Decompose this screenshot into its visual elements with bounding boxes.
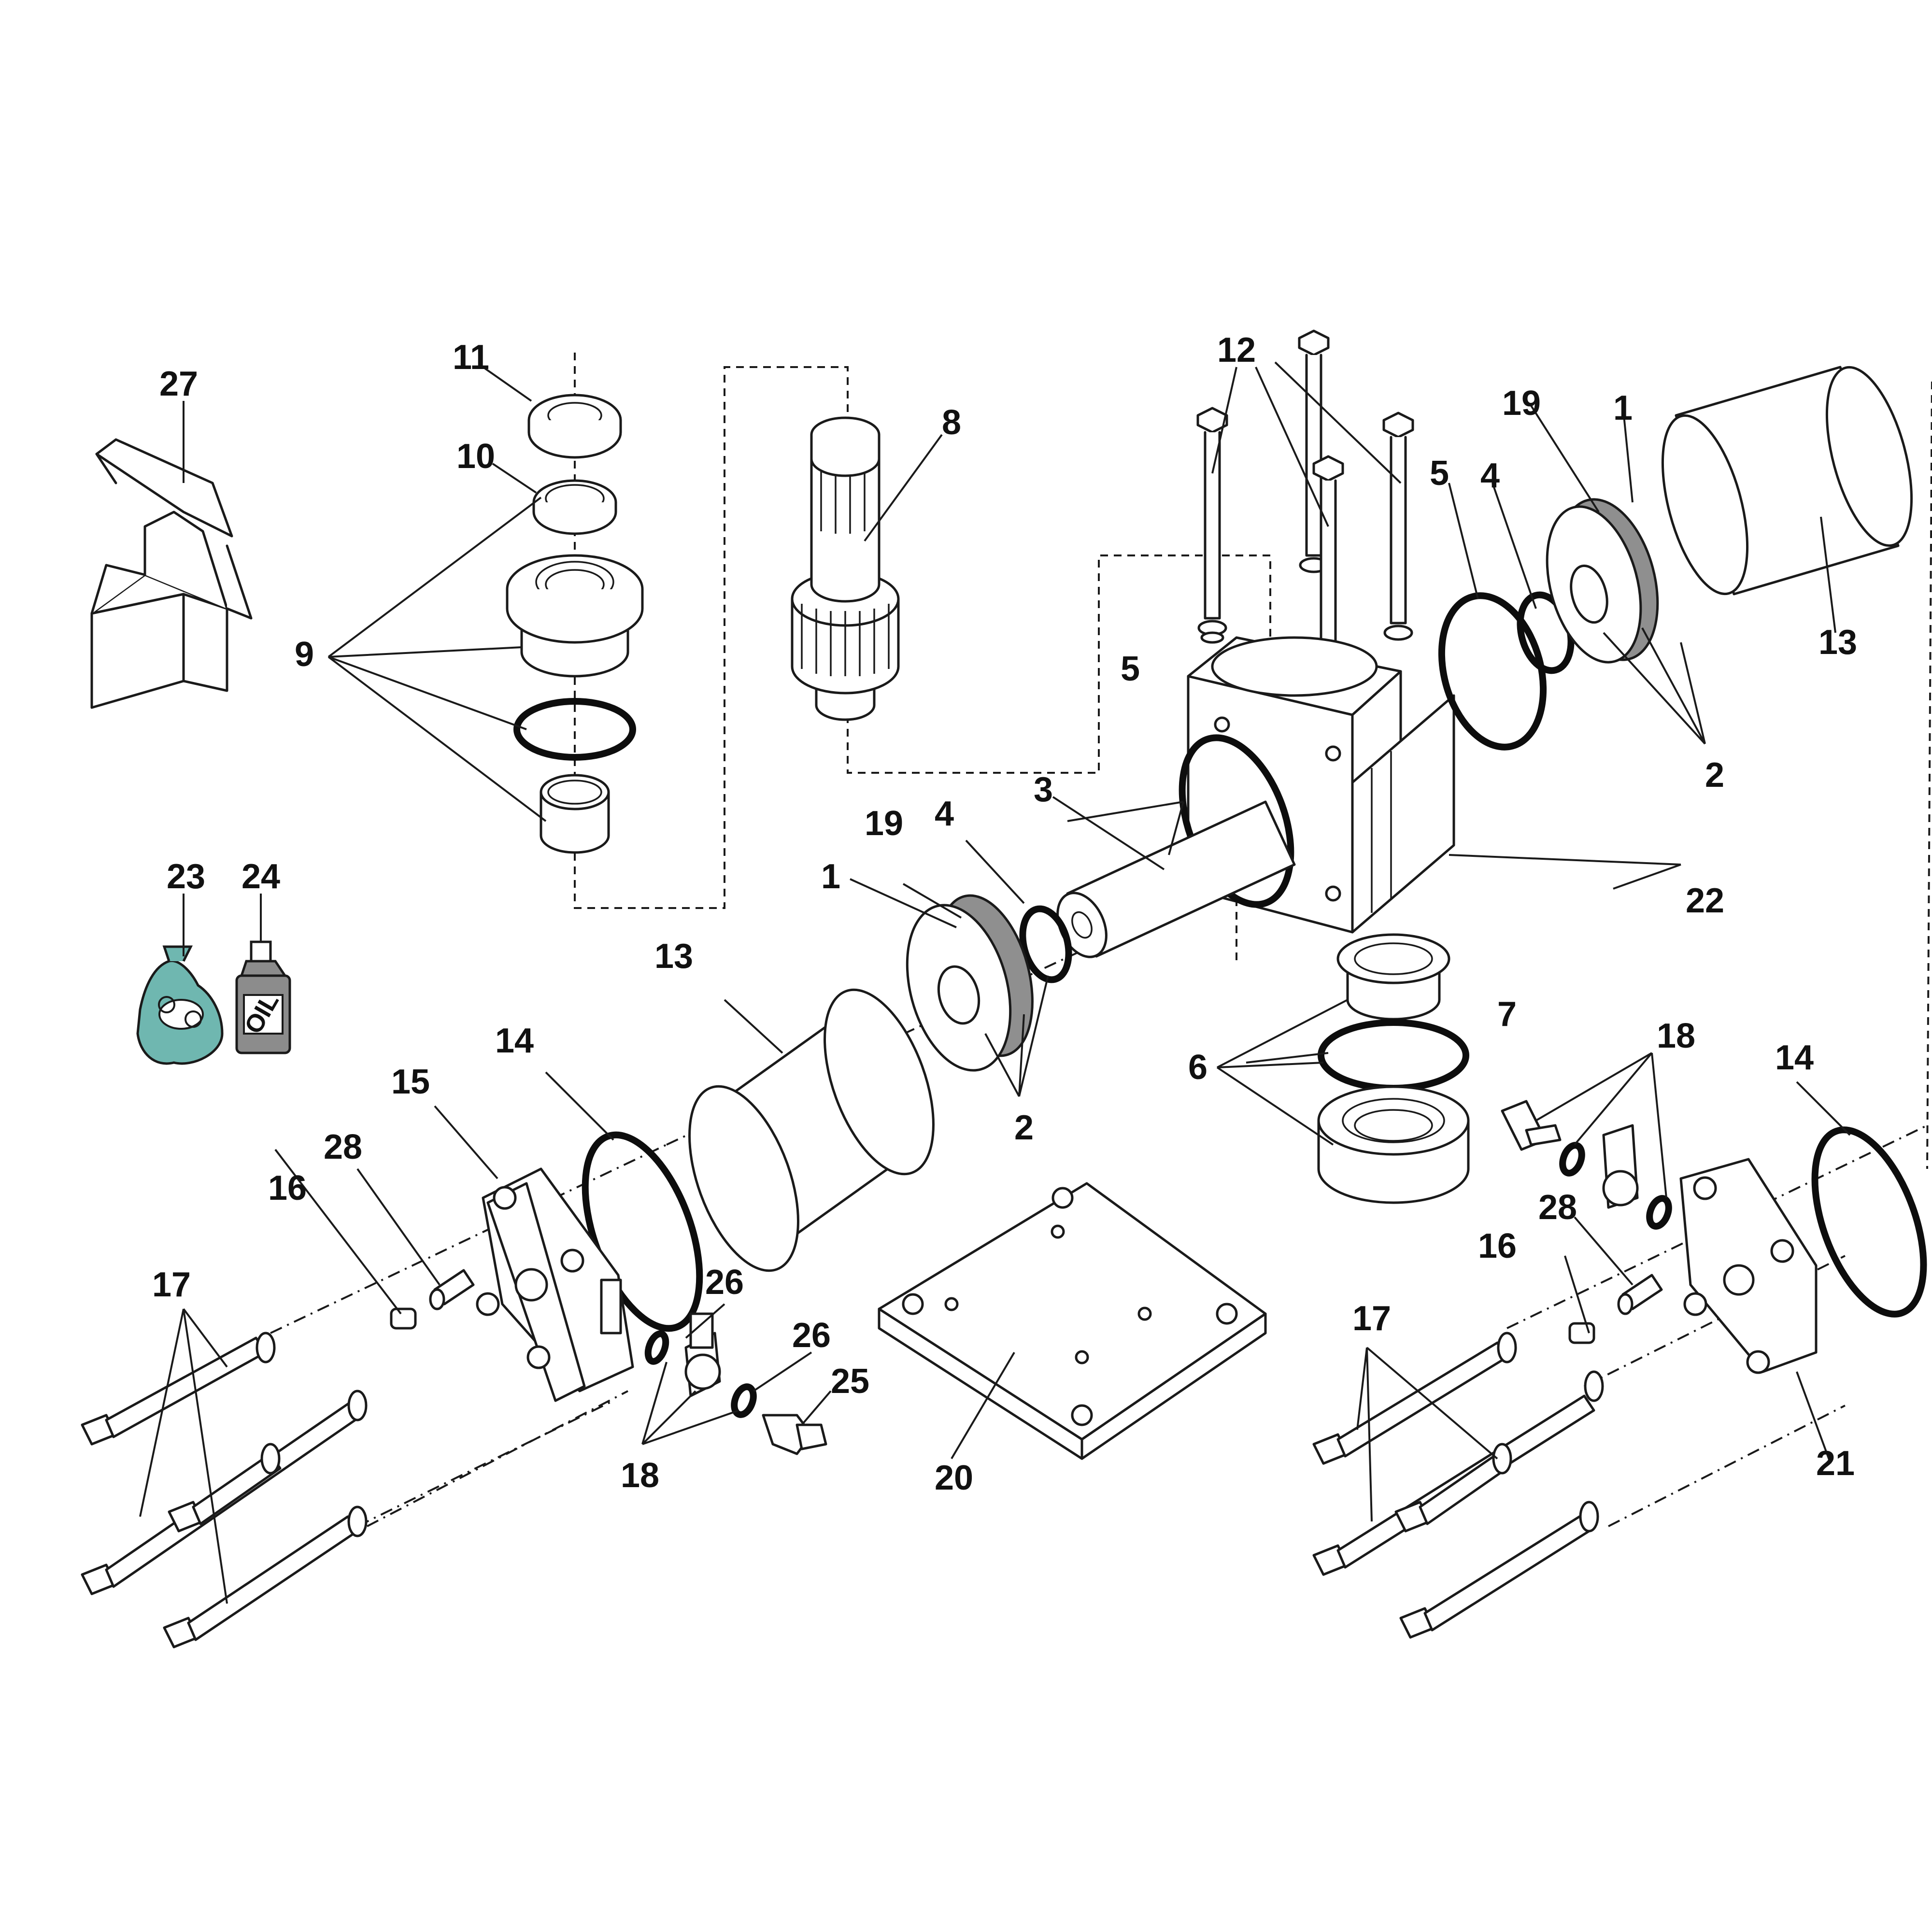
leader-lines [139,361,1851,1604]
callout-4-right: 4 [1480,456,1500,495]
callout-14-left: 14 [495,1022,534,1060]
callout-5-center: 5 [1121,650,1140,688]
part-21-end-cap [1679,1158,1818,1374]
callout-10: 10 [456,437,495,476]
part-17-bolts-right [1312,1332,1604,1639]
part-28-fitting-right [1617,1274,1663,1315]
callout-28-right: 28 [1538,1188,1577,1227]
part-17-bolts-left [81,1332,368,1648]
callout-15: 15 [391,1063,430,1101]
callout-2-left: 2 [1014,1108,1034,1147]
part-16-plug-right [1568,1322,1595,1344]
callout-9: 9 [295,635,314,674]
callout-21: 21 [1816,1444,1855,1483]
part-18-fittings-right [1501,1100,1672,1230]
part-8-splined-shaft [791,416,900,721]
callout-17-left: 17 [152,1265,191,1304]
callout-7: 7 [1497,995,1517,1034]
part-9-flanged-bushing [506,554,644,678]
callout-14-right: 14 [1775,1038,1814,1077]
callout-18-left: 18 [621,1456,659,1495]
callout-5-right: 5 [1430,454,1449,493]
callout-6: 6 [1188,1048,1208,1087]
callout-16-left: 16 [268,1169,307,1208]
part-11-washer [527,394,622,459]
callout-16-right: 16 [1478,1227,1517,1265]
callout-labels: 27 11 10 9 8 12 23 24 5 4 19 1 13 2 22 5… [152,331,1857,1497]
part-6-seal-housing [1317,1085,1470,1204]
part-4-o-ring-left [1019,905,1072,983]
part-20-mounting-plate [878,1182,1267,1460]
callout-20: 20 [935,1459,973,1497]
callout-17-right: 17 [1352,1299,1391,1338]
part-25-bolt [762,1414,827,1455]
callout-18-right: 18 [1657,1017,1695,1055]
part-9-o-ring [513,698,636,761]
callout-28-left: 28 [324,1128,362,1166]
callout-23: 23 [167,857,205,896]
part-9-sleeve [540,774,610,854]
callout-3: 3 [1034,770,1053,809]
callout-4-left: 4 [935,795,954,833]
callout-1-right: 1 [1613,389,1633,427]
part-13-tube-left [688,988,935,1272]
callout-1-left: 1 [821,857,840,896]
callout-26-bottom: 26 [792,1316,831,1355]
callout-19-left: 19 [865,804,903,843]
callout-13-right: 13 [1818,623,1857,662]
part-28-fitting-left [429,1269,475,1310]
part-6-bushing [1336,933,1450,1021]
part-23-parts-bag [136,945,224,1065]
part-27-box [90,438,253,709]
part-5-o-ring-right [1438,592,1547,751]
part-24-oil-bottle: OIL [235,940,291,1054]
callout-22: 22 [1686,881,1724,920]
part-1-piston-right [1546,498,1659,664]
callout-24: 24 [242,857,280,896]
part-12-bolts [1196,329,1414,689]
callout-19-right: 19 [1502,384,1541,423]
part-10-seal-ring [532,479,617,535]
callout-25: 25 [831,1362,869,1401]
part-14-o-ring-right [1811,1126,1927,1318]
part-16-plug-left [390,1307,417,1330]
callout-2-right: 2 [1705,756,1724,795]
callout-8: 8 [942,403,961,442]
part-1-piston-left [906,894,1034,1072]
part-7-o-ring [1318,1019,1469,1092]
callout-12: 12 [1217,331,1256,369]
part-13-tube-right [1661,366,1913,596]
callout-11: 11 [453,338,489,377]
callout-13-left: 13 [654,937,693,976]
callout-27: 27 [159,365,198,403]
part-15-end-cap [476,1167,634,1402]
callout-26-top: 26 [705,1263,744,1302]
